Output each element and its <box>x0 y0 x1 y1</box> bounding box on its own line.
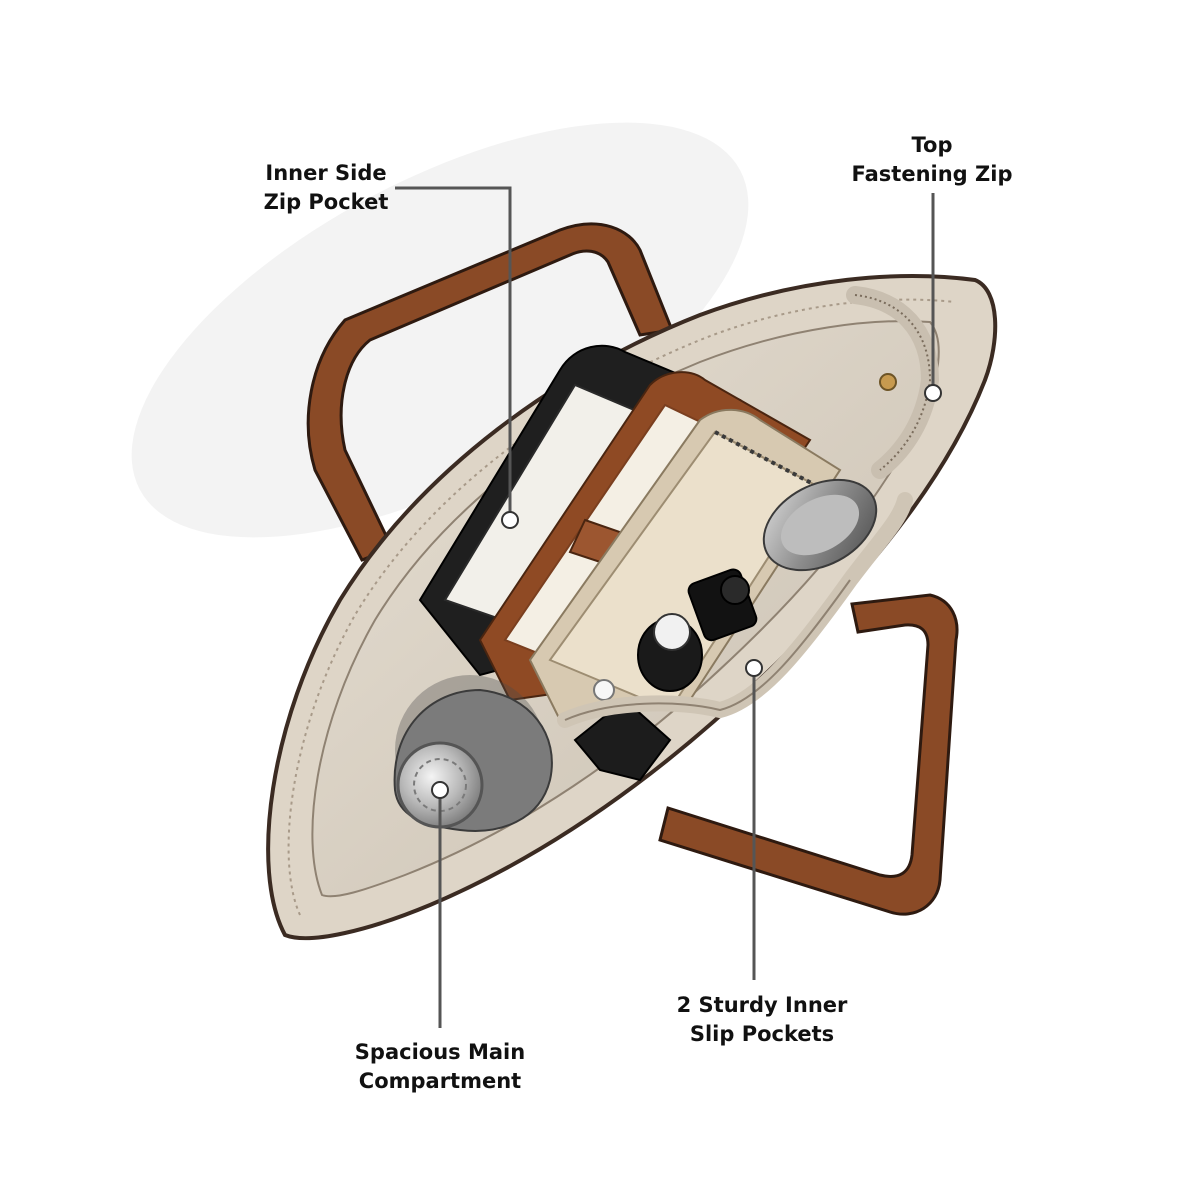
zip-pull-icon <box>879 373 897 391</box>
callout-dot-slip-pockets <box>745 659 763 677</box>
callout-dot-top-zip <box>924 384 942 402</box>
callout-line-inner-side <box>395 186 512 520</box>
callout-label-top-fastening-zip: Top Fastening Zip <box>832 131 1032 189</box>
callout-inner-side-line2: Zip Pocket <box>263 190 389 214</box>
callout-slip-pockets-line1: 2 Sturdy Inner <box>676 993 848 1017</box>
bag-contents <box>418 344 878 782</box>
callout-slip-pockets-line2: Slip Pockets <box>689 1022 835 1046</box>
callout-label-inner-slip-pockets: 2 Sturdy Inner Slip Pockets <box>652 991 872 1049</box>
callout-lines <box>395 186 942 1028</box>
callout-label-inner-side-zip-pocket: Inner Side Zip Pocket <box>236 159 416 217</box>
callout-dot-inner-side <box>501 511 519 529</box>
top-zip <box>846 286 940 479</box>
callout-inner-side-line1: Inner Side <box>265 161 387 185</box>
front-handle-strap <box>658 593 959 916</box>
callout-top-zip-line2: Fastening Zip <box>851 162 1013 186</box>
callout-main-line1: Spacious Main <box>354 1040 526 1064</box>
inner-slip-pockets <box>557 492 913 728</box>
callout-main-line2: Compartment <box>358 1069 522 1093</box>
callout-label-main-compartment: Spacious Main Compartment <box>320 1038 560 1096</box>
callout-dot-main <box>431 781 449 799</box>
callout-top-zip-line1: Top <box>911 133 953 157</box>
